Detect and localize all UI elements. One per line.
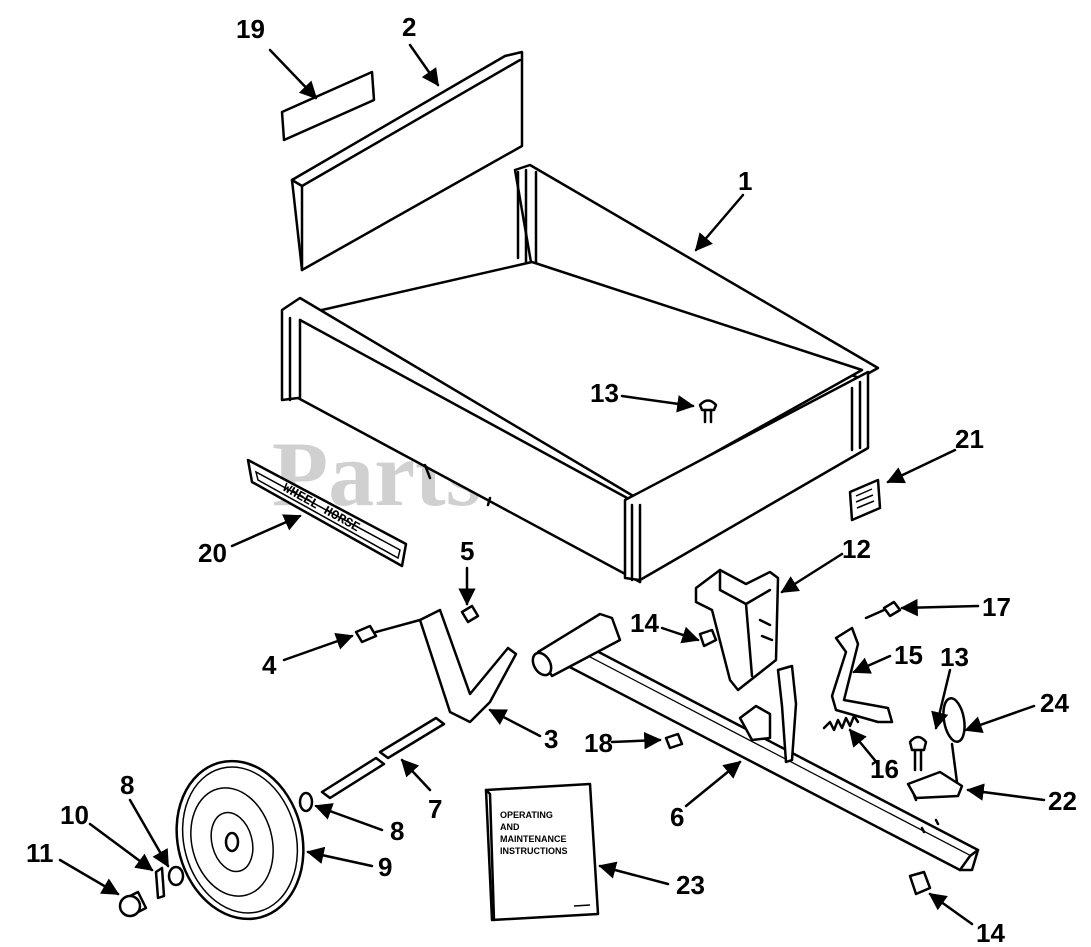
part-2-tailgate [290, 50, 524, 272]
part-7-axles [320, 716, 446, 800]
callout-19: 19 [236, 14, 265, 44]
callout-20: 20 [198, 538, 227, 568]
callout-13-right: 13 [940, 642, 969, 672]
part-5-nut [460, 604, 480, 624]
callout-7: 7 [428, 794, 442, 824]
part-15-hitch [830, 626, 894, 724]
part-16-spring [822, 714, 860, 732]
callout-18: 18 [584, 728, 613, 758]
part-10-pin [154, 866, 166, 900]
part-22-clip [906, 770, 964, 800]
callout-14-upper: 14 [630, 608, 659, 638]
part-12-bracket [694, 568, 780, 692]
callout-24: 24 [1040, 688, 1069, 718]
part-17-bolt [864, 600, 902, 620]
callout-23: 23 [676, 870, 705, 900]
part-14-nut-upper [698, 628, 718, 648]
part-9-wheel [175, 759, 305, 921]
part-1-cart-box [280, 163, 880, 584]
manual-line1: OPERATING [500, 810, 553, 820]
callout-10: 10 [60, 800, 89, 830]
manual-line2: AND [500, 822, 520, 832]
part-19-decal [280, 70, 376, 142]
callout-22: 22 [1048, 786, 1077, 816]
callout-16: 16 [870, 754, 899, 784]
callout-11: 11 [26, 838, 54, 868]
callout-8-right: 8 [390, 816, 404, 846]
part-8-washer-b [167, 865, 185, 887]
callout-13-top: 13 [590, 378, 619, 408]
callout-14-lower: 14 [976, 918, 1005, 947]
manual-line3: MAINTENANCE [500, 834, 567, 844]
part-11-cap [118, 890, 148, 918]
callout-labels: 19 2 1 13 21 20 5 12 14 17 4 15 13 24 3 … [26, 12, 1077, 947]
part-3-wheel-bracket [418, 608, 518, 724]
callout-21: 21 [955, 424, 984, 454]
part-23-manual: OPERATING AND MAINTENANCE INSTRUCTIONS [484, 782, 600, 922]
part-4-bolt [354, 618, 422, 644]
manual-line4: INSTRUCTIONS [500, 846, 568, 856]
part-6-tongue [531, 612, 980, 872]
callout-4: 4 [262, 650, 277, 680]
callout-15: 15 [894, 640, 923, 670]
part-13-bolt-top [698, 399, 718, 424]
callout-3: 3 [544, 724, 558, 754]
callout-8-left: 8 [120, 770, 134, 800]
part-14-nut-lower [908, 870, 932, 896]
part-8-washer-a [298, 791, 314, 813]
callout-12: 12 [842, 534, 871, 564]
part-13-bolt-right [908, 735, 928, 772]
leader-lines [58, 43, 1046, 926]
part-18-nut [664, 732, 684, 750]
callout-9: 9 [378, 852, 392, 882]
callout-6: 6 [670, 802, 684, 832]
callout-2: 2 [402, 12, 416, 42]
hitch-pin [776, 664, 798, 764]
callout-5: 5 [460, 536, 474, 566]
callout-17: 17 [982, 592, 1011, 622]
callout-1: 1 [738, 166, 752, 196]
part-21-label [848, 478, 882, 522]
